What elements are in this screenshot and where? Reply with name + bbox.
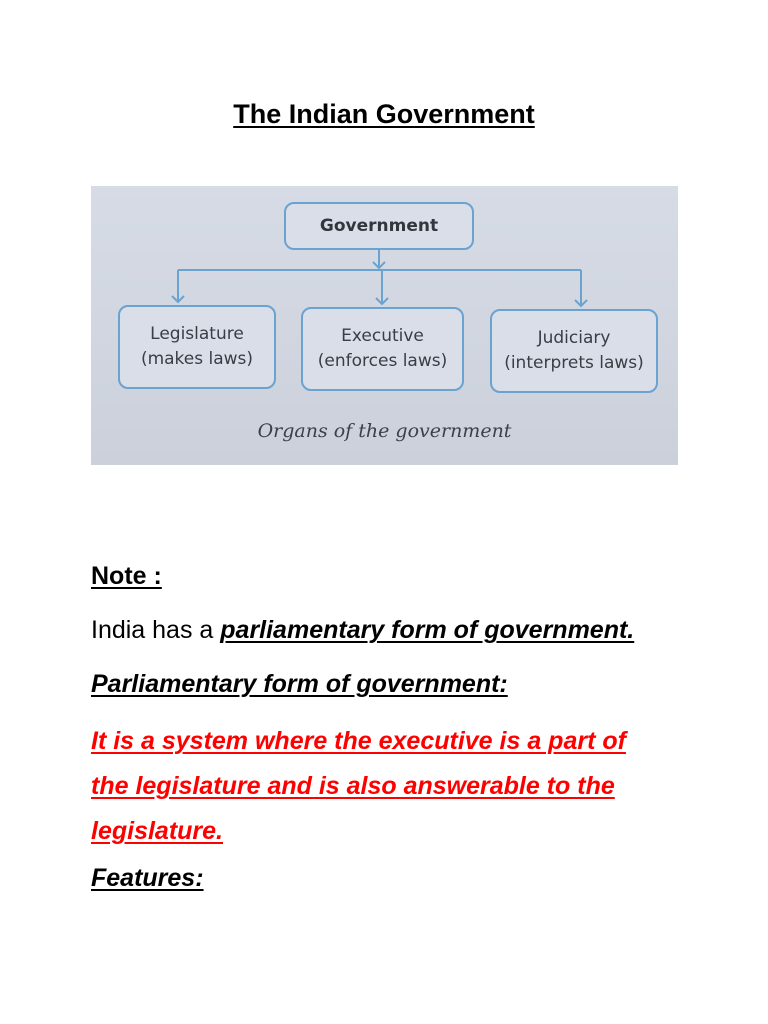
note-label-text: Note :	[91, 562, 162, 590]
intro-sentence: India has a parliamentary form of govern…	[91, 614, 634, 646]
diagram-connectors	[171, 250, 588, 308]
definition-text: It is a system where the executive is a …	[91, 719, 691, 854]
judiciary-label: Judiciary	[537, 328, 611, 348]
page-title-text: The Indian Government	[233, 99, 535, 129]
judiciary-desc: (interprets laws)	[504, 353, 644, 373]
government-box: Government	[284, 202, 474, 250]
definition-line: It is a system where the executive is a …	[91, 719, 691, 764]
definition-line: the legislature and is also answerable t…	[91, 764, 691, 809]
definition-line-3: legislature.	[91, 817, 223, 845]
definition-line-2: the legislature and is also answerable t…	[91, 772, 615, 800]
legislature-box: Legislature (makes laws)	[118, 305, 276, 389]
arrow-head-middle	[375, 297, 389, 306]
executive-desc: (enforces laws)	[317, 351, 448, 371]
executive-label: Executive	[341, 326, 424, 346]
features-heading-text: Features:	[91, 864, 204, 892]
organs-diagram: Government Legislature (makes laws) Exec…	[91, 186, 678, 465]
note-label: Note :	[91, 560, 162, 592]
definition-line-1: It is a system where the executive is a …	[91, 727, 626, 755]
legislature-desc: (makes laws)	[140, 349, 254, 369]
definition-heading-text: Parliamentary form of government:	[91, 670, 508, 698]
judiciary-box: Judiciary (interprets laws)	[490, 309, 658, 393]
legislature-label: Legislature	[150, 324, 244, 344]
definition-heading: Parliamentary form of government:	[91, 668, 508, 700]
page-title: The Indian Government	[0, 96, 768, 132]
intro-prefix: India has a	[91, 616, 221, 644]
government-box-label: Government	[319, 216, 439, 236]
features-heading: Features:	[91, 862, 204, 894]
executive-box: Executive (enforces laws)	[301, 307, 464, 391]
diagram-caption: Organs of the government	[257, 420, 512, 442]
intro-emphasis: parliamentary form of government.	[220, 616, 635, 644]
arrow-head-left	[171, 295, 185, 304]
arrow-head-right	[574, 299, 588, 308]
arrow-head-top	[372, 261, 386, 270]
definition-line: legislature.	[91, 809, 691, 854]
